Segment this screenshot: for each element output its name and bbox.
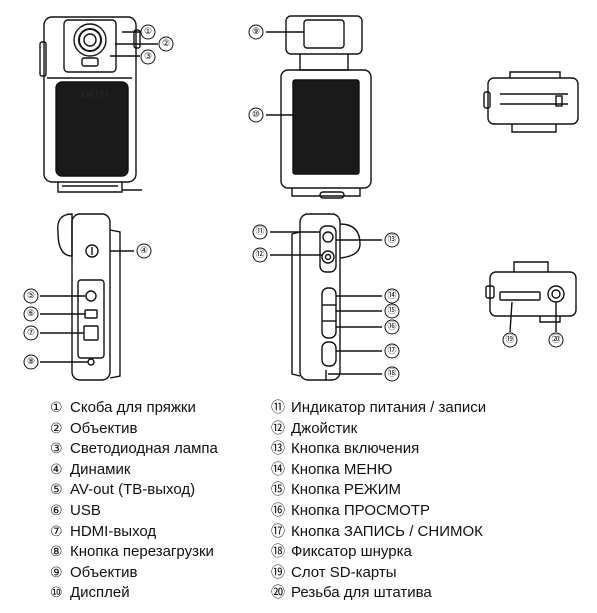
callout-16: ⑯	[387, 321, 396, 332]
legend-number: ⑤	[50, 482, 63, 499]
legend-item: ② Объектив	[50, 419, 260, 440]
legend-number: ③	[50, 441, 63, 458]
callout-7: ⑦	[27, 328, 35, 338]
legend-label: Объектив	[70, 563, 138, 581]
callout-circles	[23, 24, 564, 382]
legend-label: Объектив	[70, 419, 138, 437]
legend-label: Индикатор питания / записи	[291, 399, 487, 416]
legend-label: Кнопка перезагрузки	[70, 543, 214, 561]
legend-label: Кнопка РЕЖИМ	[291, 481, 402, 499]
legend-item: ⑥ USB	[50, 501, 260, 522]
legend-number: ①	[50, 400, 63, 416]
legend-item: ⑫ Джойстик	[271, 419, 591, 440]
legend-label: Резьба для штатива	[291, 584, 432, 602]
callout-12: ⑫	[255, 249, 264, 260]
legend-label: Скоба для пряжки	[70, 399, 196, 416]
legend-label: Кнопка ЗАПИСЬ / СНИМОК	[291, 522, 483, 540]
legend-label: Джойстик	[291, 419, 358, 437]
callout-19: ⑲	[505, 334, 514, 345]
callout-5: ⑤	[27, 291, 35, 301]
legend-number: ⑱	[271, 544, 285, 561]
callout-14: ⑭	[387, 290, 396, 301]
legend-item: ⑧ Кнопка перезагрузки	[50, 542, 260, 563]
callout-10: ⑩	[252, 110, 260, 120]
rear-view	[266, 15, 372, 199]
legend-label: Кнопка МЕНЮ	[291, 460, 393, 478]
top-view	[483, 71, 579, 133]
legend-number: ⑳	[271, 585, 285, 602]
legend-item: ⑨ Объектив	[50, 563, 260, 584]
legend-number: ⑪	[271, 400, 285, 416]
legend: ① Скоба для пряжки ② Объектив ③ Светодиодна…	[0, 398, 597, 610]
legend-number: ⑮	[271, 482, 285, 499]
legend-number: ⑨	[50, 564, 63, 581]
logo-text: DOD	[79, 88, 109, 101]
legend-label: Фиксатор шнурка	[291, 543, 412, 561]
legend-item: ⑪ Индикатор питания / записи	[271, 398, 591, 419]
legend-number: ⑭	[271, 461, 285, 478]
legend-item: ⑱ Фиксатор шнурка	[271, 542, 591, 563]
legend-item: ⑭ Кнопка МЕНЮ	[271, 460, 591, 481]
legend-item: ⑮ Кнопка РЕЖИМ	[271, 480, 591, 501]
legend-label: Кнопка ПРОСМОТР	[291, 501, 431, 519]
front-view: DOD	[39, 16, 158, 193]
callout-20: ⑳	[551, 334, 560, 345]
legend-number: ⑫	[271, 420, 285, 437]
callout-2: ②	[162, 39, 170, 49]
callout-4: ④	[140, 246, 148, 256]
legend-number: ②	[50, 420, 63, 437]
legend-item: ③ Светодиодная лампа	[50, 439, 260, 460]
legend-number: ⑧	[50, 544, 63, 561]
legend-number: ⑦	[50, 523, 63, 540]
legend-label: AV-out (ТВ-выход)	[70, 481, 196, 499]
legend-item: ⑤ AV-out (ТВ-выход)	[50, 480, 260, 501]
legend-label: HDMI-выход	[70, 522, 157, 540]
legend-item: ⑯ Кнопка ПРОСМОТР	[271, 501, 591, 522]
legend-label: Слот SD-карты	[291, 563, 397, 581]
legend-label: Динамик	[70, 460, 131, 478]
legend-item: ① Скоба для пряжки	[50, 398, 260, 419]
legend-number: ⑩	[50, 585, 63, 602]
legend-number: ⑯	[271, 502, 285, 519]
callout-18: ⑱	[387, 368, 396, 379]
legend-label: Дисплей	[70, 584, 130, 602]
callout-6: ⑥	[27, 309, 35, 319]
callout-11: ⑪	[255, 226, 264, 237]
callout-17: ⑰	[387, 345, 396, 356]
bottom-view	[485, 261, 577, 333]
legend-item: ⑩ Дисплей	[50, 583, 260, 604]
legend-item: ⑦ HDMI-выход	[50, 522, 260, 543]
legend-item: ④ Динамик	[50, 460, 260, 481]
legend-number: ④	[50, 461, 63, 478]
legend-column-left: ① Скоба для пряжки ② Объектив ③ Светодиодна…	[50, 398, 260, 604]
left-side-view	[40, 213, 134, 381]
legend-item: ⑳ Резьба для штатива	[271, 583, 591, 604]
callout-9: ⑨	[252, 27, 260, 37]
legend-label: Светодиодная лампа	[70, 440, 218, 458]
camera-diagram: DOD	[23, 15, 579, 382]
legend-item: ⑬ Кнопка включения	[271, 439, 591, 460]
legend-number: ⑥	[50, 502, 63, 519]
legend-item: ⑰ Кнопка ЗАПИСЬ / СНИМОК	[271, 522, 591, 543]
legend-number: ⑬	[271, 441, 285, 458]
legend-number: ⑲	[271, 564, 285, 581]
right-side-view	[270, 213, 382, 381]
callout-numbers: ① ② ③ ⑨ ⑩ ④ ⑤ ⑥ ⑦ ⑧ ⑪ ⑫ ⑬ ⑭ ⑮ ⑯ ⑰ ⑱ ⑲ ⑳	[27, 27, 561, 379]
callout-13: ⑬	[387, 234, 396, 245]
legend-number: ⑰	[271, 523, 285, 540]
callout-15: ⑮	[387, 305, 396, 316]
callout-8: ⑧	[27, 357, 35, 367]
callout-3: ③	[144, 52, 152, 62]
legend-label: USB	[70, 501, 101, 519]
callout-1: ①	[144, 27, 152, 37]
legend-label: Кнопка включения	[291, 440, 420, 458]
legend-item: ⑲ Слот SD-карты	[271, 563, 591, 584]
